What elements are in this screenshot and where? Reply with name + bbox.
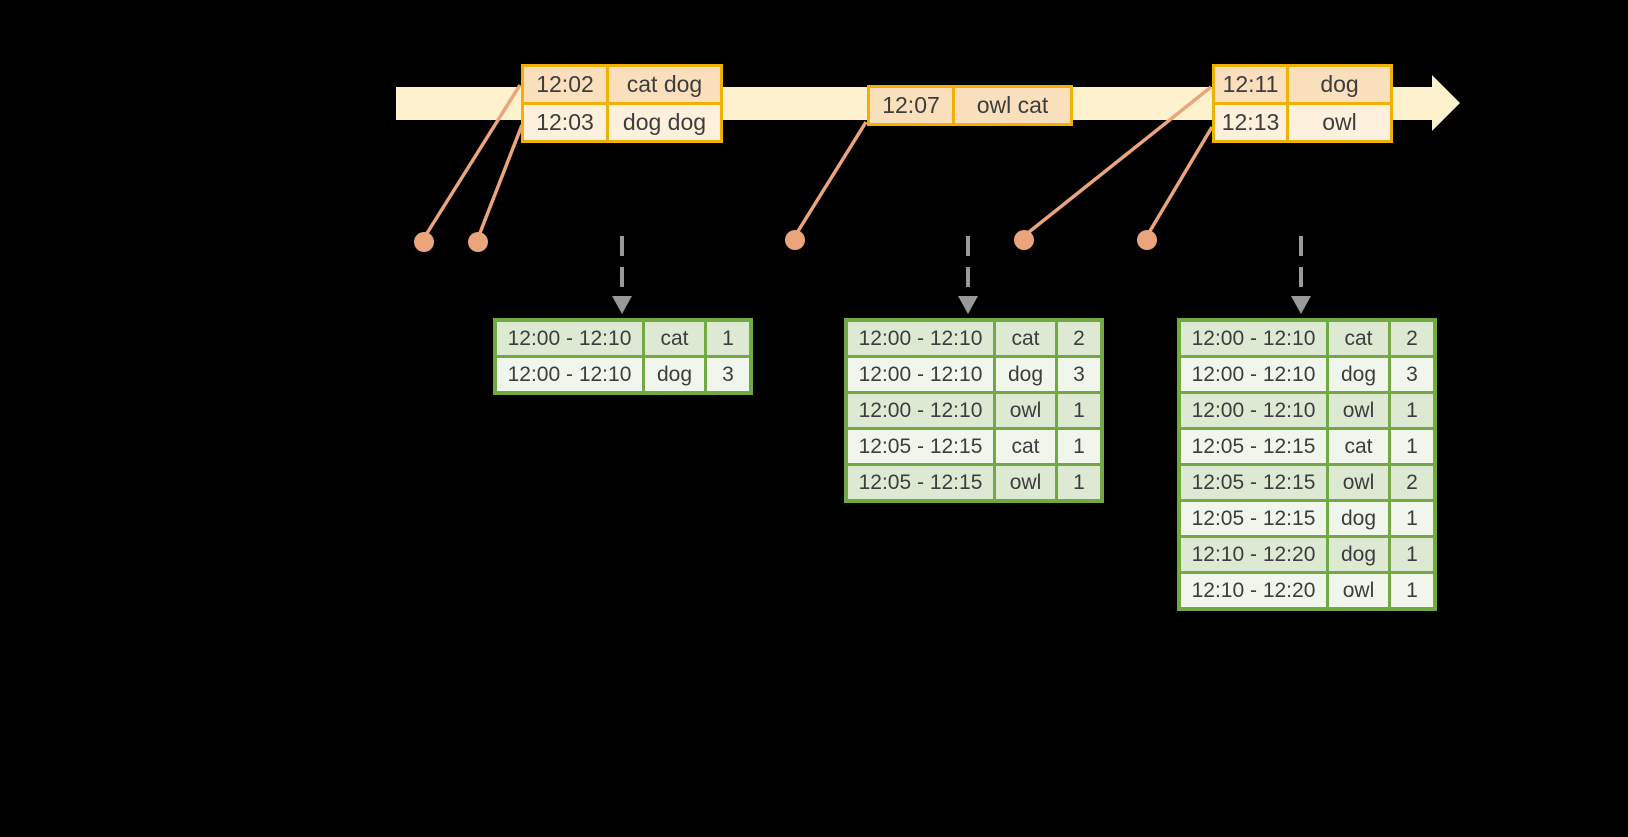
trigger-arrow-icon [612,236,632,314]
time-cell: 12:02 [521,64,609,105]
count-cell: 1 [1388,427,1437,466]
trigger-arrow-icon [958,236,978,314]
word-cell: dog [1326,355,1391,394]
count-cell: 2 [1388,318,1437,358]
count-cell: 3 [704,355,753,395]
window-cell: 12:05 - 12:15 [844,427,996,466]
trigger-arrow-icon [1291,236,1311,314]
connector-line [793,121,868,237]
connector-line [476,124,524,239]
word-cell: owl [1326,391,1391,430]
word-cell: dog [642,355,707,395]
time-cell: 12:03 [521,102,609,143]
time-cell: 12:13 [1212,102,1289,143]
window-cell: 12:05 - 12:15 [1177,499,1329,538]
count-cell: 2 [1055,318,1104,358]
count-cell: 3 [1388,355,1437,394]
words-cell: dog [1286,64,1393,105]
words-cell: cat dog [606,64,723,105]
word-cell: cat [993,318,1058,358]
word-cell: dog [1326,499,1391,538]
window-cell: 12:05 - 12:15 [1177,427,1329,466]
window-cell: 12:00 - 12:10 [1177,391,1329,430]
word-cell: owl [1326,571,1391,611]
window-cell: 12:05 - 12:15 [1177,463,1329,502]
words-cell: dog dog [606,102,723,143]
timeline-arrowhead-icon [1432,75,1460,131]
event-dot [1137,230,1157,250]
event-dot [1014,230,1034,250]
word-cell: dog [1326,535,1391,574]
word-cell: cat [642,318,707,358]
connector-line [1145,126,1214,237]
window-cell: 12:10 - 12:20 [1177,571,1329,611]
window-cell: 12:00 - 12:10 [1177,355,1329,394]
words-cell: owl [1286,102,1393,143]
word-cell: cat [1326,427,1391,466]
count-cell: 1 [1055,391,1104,430]
count-cell: 1 [704,318,753,358]
word-cell: owl [993,391,1058,430]
event-dot [785,230,805,250]
word-cell: owl [993,463,1058,503]
window-cell: 12:00 - 12:10 [493,318,645,358]
count-cell: 2 [1388,463,1437,502]
time-cell: 12:07 [867,85,955,126]
window-cell: 12:00 - 12:10 [844,355,996,394]
word-cell: dog [993,355,1058,394]
count-cell: 1 [1388,571,1437,611]
connector-line [422,84,522,239]
word-cell: owl [1326,463,1391,502]
event-dot [468,232,488,252]
count-cell: 1 [1055,463,1104,503]
count-cell: 1 [1388,391,1437,430]
window-cell: 12:00 - 12:10 [1177,318,1329,358]
window-cell: 12:10 - 12:20 [1177,535,1329,574]
word-cell: cat [1326,318,1391,358]
time-cell: 12:11 [1212,64,1289,105]
count-cell: 1 [1388,535,1437,574]
count-cell: 3 [1055,355,1104,394]
count-cell: 1 [1388,499,1437,538]
count-cell: 1 [1055,427,1104,466]
connector-line [1022,85,1213,238]
window-cell: 12:00 - 12:10 [844,318,996,358]
window-cell: 12:05 - 12:15 [844,463,996,503]
event-dot [414,232,434,252]
word-cell: cat [993,427,1058,466]
window-cell: 12:00 - 12:10 [493,355,645,395]
words-cell: owl cat [952,85,1073,126]
window-cell: 12:00 - 12:10 [844,391,996,430]
